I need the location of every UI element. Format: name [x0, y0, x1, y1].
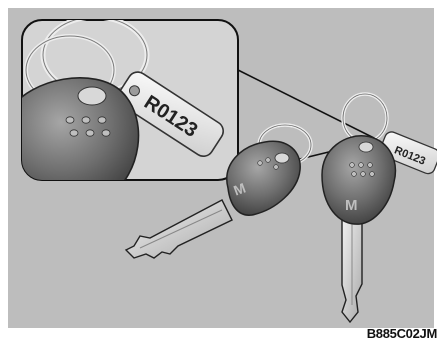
- zoom-inset: R0123: [5, 17, 238, 205]
- figure-code: B885C02JM: [367, 326, 437, 341]
- key-logo-right: M: [345, 197, 358, 214]
